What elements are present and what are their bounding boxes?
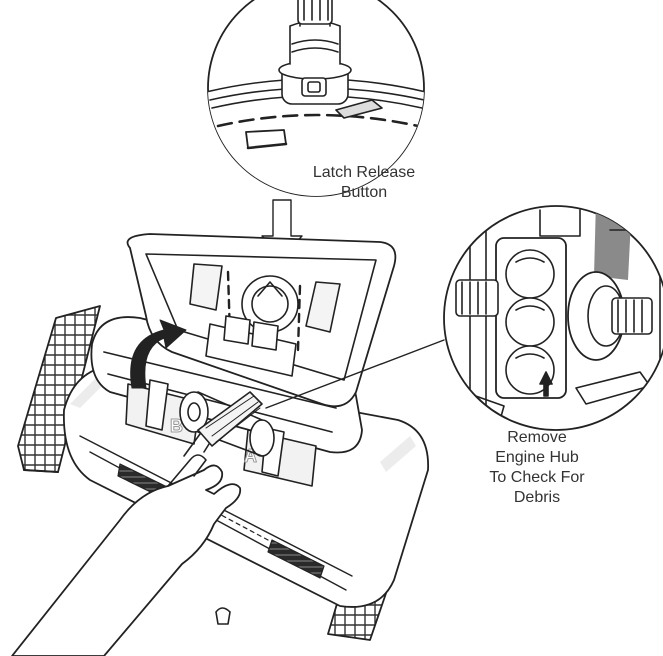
compartment-b-mark: B xyxy=(170,416,183,436)
cleaning-brush xyxy=(197,391,263,447)
callout-line-1: Latch Release xyxy=(312,164,416,181)
latch-detail-magnifier xyxy=(207,0,425,197)
engine-hub xyxy=(179,391,275,457)
rear-grille xyxy=(267,539,325,579)
filter-compartment-b: B xyxy=(125,379,201,445)
hand-illustration xyxy=(11,391,263,656)
callout-line-3: To Check For xyxy=(489,469,585,486)
callout-line xyxy=(265,339,445,409)
rotate-arrow-icon xyxy=(130,319,187,389)
left-track xyxy=(17,305,101,473)
callout-line-2: Engine Hub xyxy=(495,449,579,466)
callout-line-2: Button xyxy=(340,184,388,201)
up-arrow-icon xyxy=(539,371,553,397)
pool-robot-body: B A xyxy=(17,233,429,641)
open-lid xyxy=(126,233,397,408)
latch-release-callout: Latch Release Button xyxy=(284,163,444,203)
engine-hub-magnifier xyxy=(443,205,663,431)
callout-line-1: Remove xyxy=(507,429,567,446)
engine-hub-callout: Remove Engine Hub To Check For Debris xyxy=(462,428,612,508)
callout-line-4: Debris xyxy=(513,489,561,506)
